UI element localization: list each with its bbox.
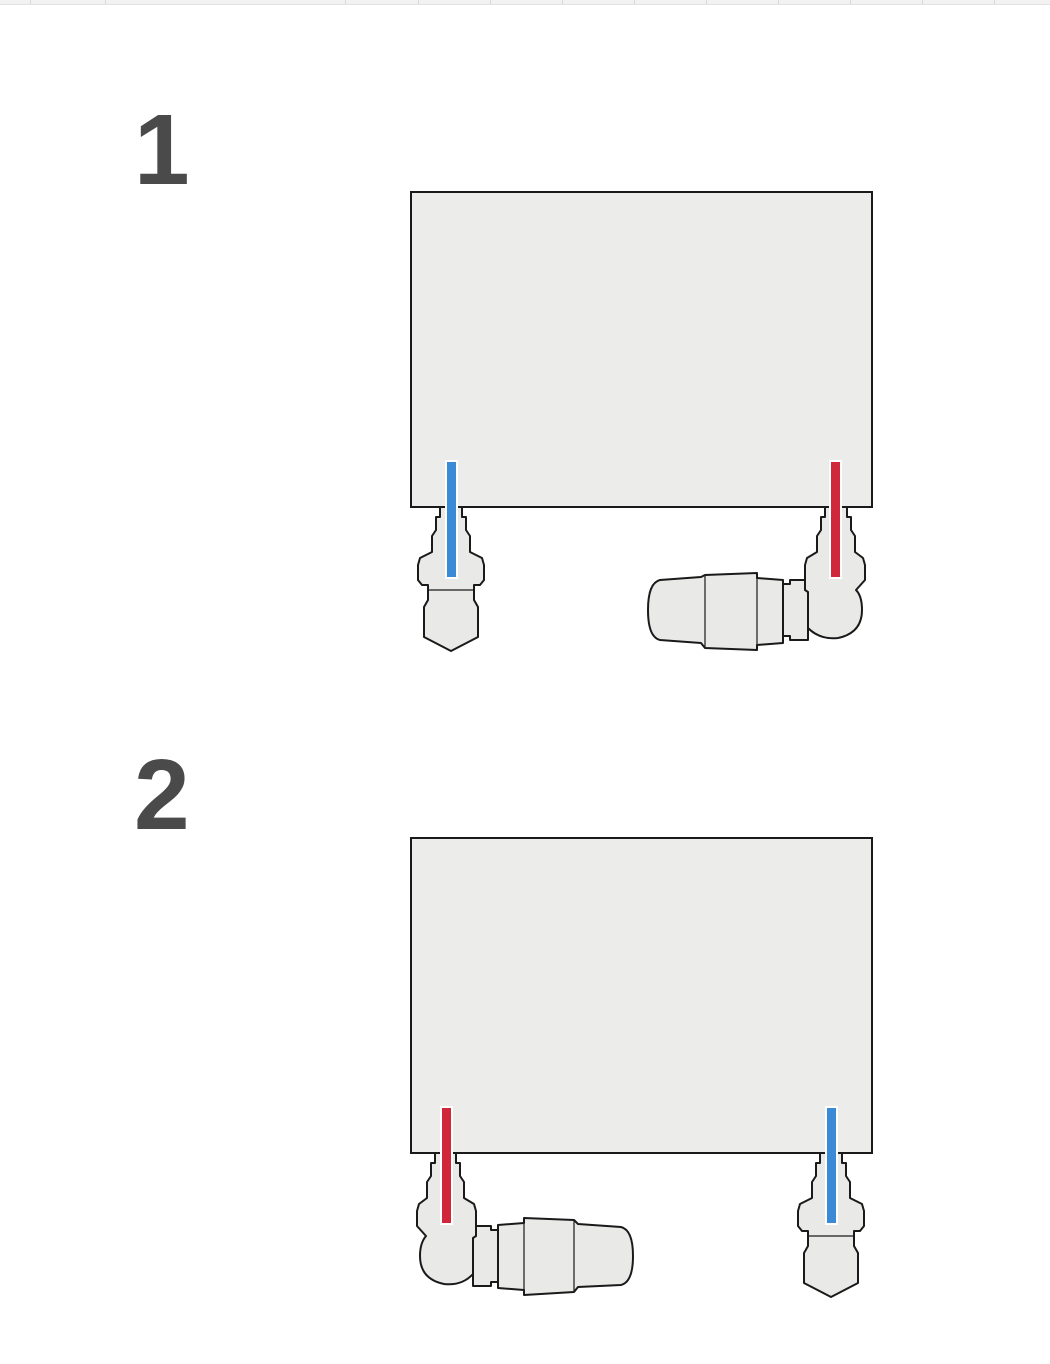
ruler-tick [706,0,707,4]
hot-pipe-1 [829,460,842,579]
step-1: 1 [134,94,873,652]
step-2: 2 [134,739,873,1298]
cold-pipe-2 [825,1106,838,1225]
ruler-tick [345,0,346,4]
radiator-panel-1 [410,191,873,508]
ruler-tick [634,0,635,4]
ruler-tick [922,0,923,4]
cold-pipe-1 [445,460,458,579]
thermostatic-valve-collar-1 [782,579,809,641]
thermostatic-valve-head-2 [497,1217,634,1296]
ruler-tick [850,0,851,4]
thermostatic-valve-collar-2 [472,1225,499,1287]
thermostatic-valve-head-lines-1 [704,573,758,650]
thermostatic-valve-head-lines-2 [523,1218,575,1295]
step-number-1: 1 [134,94,190,206]
thermostatic-valve-head-1 [647,572,784,651]
top-ruler [0,0,1050,5]
ruler-tick [490,0,491,4]
step-number-2: 2 [134,739,190,851]
ruler-tick [105,0,106,4]
ruler-tick [778,0,779,4]
ruler-tick [418,0,419,4]
ruler-tick [30,0,31,4]
radiator-panel-2 [410,837,873,1154]
ruler-tick [994,0,995,4]
ruler-tick [562,0,563,4]
hot-pipe-2 [440,1106,453,1225]
